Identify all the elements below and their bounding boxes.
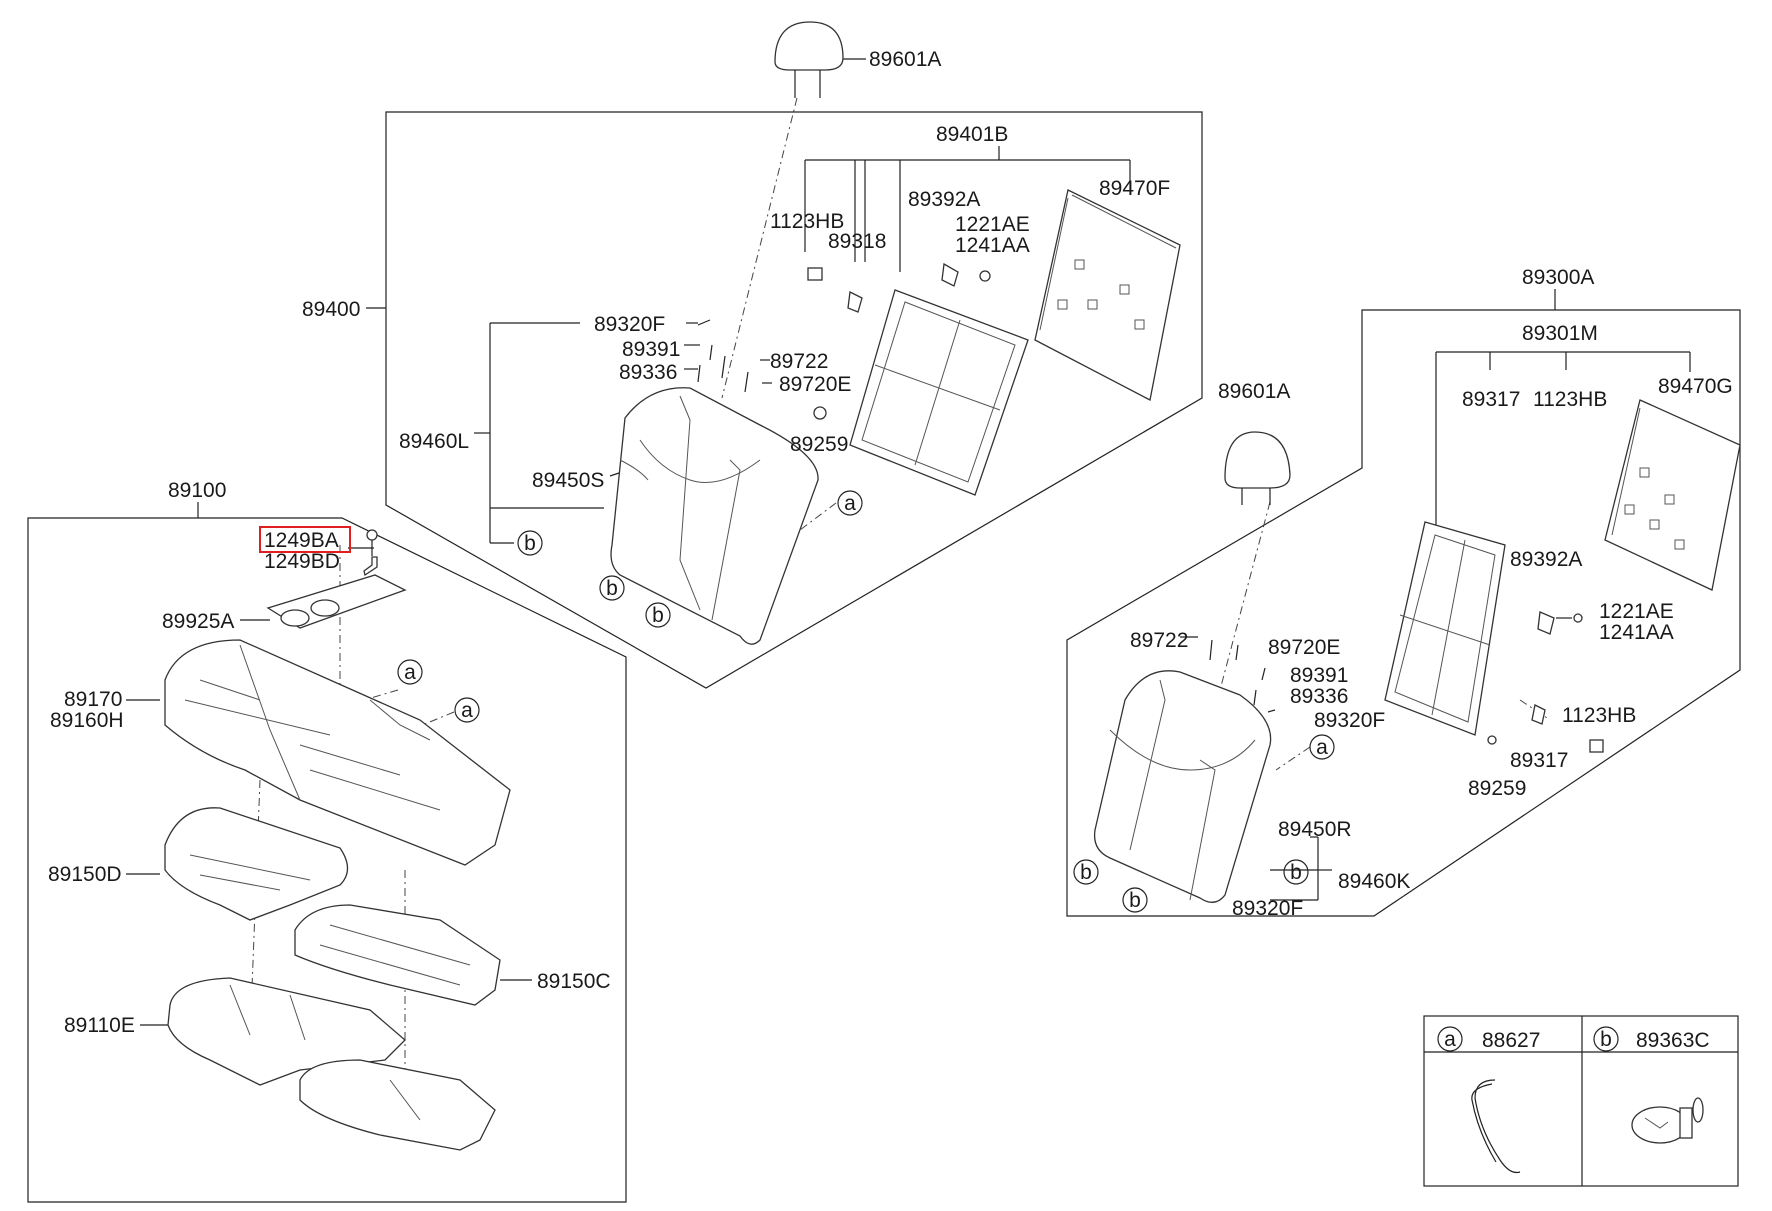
- legend-callout-a: a: [1437, 1026, 1463, 1052]
- label-89150C: 89150C: [537, 970, 611, 993]
- legend-clip-88627-icon: [1471, 1079, 1521, 1174]
- label-89470G: 89470G: [1658, 375, 1733, 398]
- callout-a-3: a: [454, 697, 480, 723]
- seatback-panel-right: [1604, 399, 1741, 591]
- svg-text:b: b: [606, 577, 618, 600]
- label-89450R: 89450R: [1278, 818, 1352, 841]
- legend-label-89363C: 89363C: [1636, 1029, 1710, 1052]
- label-89392A-a: 89392A: [908, 188, 980, 211]
- label-89320F-a: 89320F: [594, 313, 665, 336]
- callout-b-1: b: [517, 530, 543, 556]
- label-89110E: 89110E: [64, 1014, 135, 1037]
- label-89320F-b: 89320F: [1314, 709, 1385, 732]
- headrest-top: [774, 21, 844, 98]
- callout-b-6: b: [1283, 859, 1309, 885]
- label-89720E-b: 89720E: [1268, 636, 1340, 659]
- label-89320F-c: 89320F: [1232, 897, 1303, 920]
- seatback-cover-right: [1093, 670, 1272, 903]
- label-89391-b: 89391: [1290, 664, 1348, 687]
- label-89391-a: 89391: [622, 338, 680, 361]
- seatback-panel-left: [1034, 189, 1181, 401]
- label-89401B: 89401B: [936, 123, 1008, 146]
- label-89317-b: 89317: [1510, 749, 1568, 772]
- seatback-frame-right: [1384, 521, 1506, 736]
- svg-text:a: a: [404, 661, 416, 684]
- svg-text:a: a: [844, 492, 856, 515]
- label-89601A-b: 89601A: [1218, 380, 1290, 403]
- callout-b-3: b: [645, 602, 671, 628]
- label-89720E-a: 89720E: [779, 373, 851, 396]
- svg-text:b: b: [1129, 889, 1141, 912]
- label-89318: 89318: [828, 230, 886, 253]
- svg-text:b: b: [1600, 1028, 1612, 1051]
- label-89336-a: 89336: [619, 361, 677, 384]
- svg-text:a: a: [1444, 1028, 1456, 1051]
- svg-text:b: b: [1080, 861, 1092, 884]
- svg-text:b: b: [524, 532, 536, 555]
- label-89925A: 89925A: [162, 610, 234, 633]
- label-89300A: 89300A: [1522, 266, 1594, 289]
- label-89160H: 89160H: [50, 709, 124, 732]
- svg-text:b: b: [1290, 861, 1302, 884]
- frame-seatback-right: [1066, 309, 1741, 917]
- label-89150D: 89150D: [48, 863, 122, 886]
- frame-seatback-left: [385, 111, 1203, 689]
- label-89722-b: 89722: [1130, 629, 1188, 652]
- callout-a-4: a: [1309, 734, 1335, 760]
- svg-text:a: a: [461, 699, 473, 722]
- label-1249BD: 1249BD: [264, 550, 340, 573]
- highlight-box-1249BA: [259, 526, 351, 553]
- label-89460L: 89460L: [399, 430, 469, 453]
- label-1241AA-a: 1241AA: [955, 234, 1030, 257]
- label-89400: 89400: [302, 298, 360, 321]
- callout-b-5: b: [1122, 887, 1148, 913]
- part-labels: 89601A 89401B 89470F 1123HB 89392A 89318…: [48, 48, 1733, 1052]
- legend-label-88627: 88627: [1482, 1029, 1540, 1052]
- svg-text:b: b: [652, 604, 664, 627]
- label-1123HB-c: 1123HB: [1562, 704, 1636, 727]
- label-89460K: 89460K: [1338, 870, 1410, 893]
- label-89317-a: 89317: [1462, 388, 1520, 411]
- label-89601A-top: 89601A: [869, 48, 941, 71]
- seatback-cover-left: [610, 387, 819, 645]
- svg-text:a: a: [1316, 736, 1328, 759]
- frame-seat-cushion: [27, 517, 627, 1203]
- label-89170: 89170: [64, 688, 122, 711]
- seatback-frame-left: [849, 289, 1029, 496]
- headrest-right: [1224, 431, 1291, 505]
- seatback-hardware-right: [1209, 611, 1604, 753]
- label-89259-a: 89259: [790, 433, 848, 456]
- label-89301M: 89301M: [1522, 322, 1598, 345]
- label-1221AE-a: 1221AE: [955, 213, 1030, 236]
- clip-1249BA: [366, 529, 378, 556]
- callout-a-2: a: [397, 659, 423, 685]
- label-89100: 89100: [168, 479, 226, 502]
- label-1123HB-a: 1123HB: [770, 210, 844, 233]
- seat-cushion-pad-C: [294, 904, 501, 1006]
- label-89336-b: 89336: [1290, 685, 1348, 708]
- label-89450S: 89450S: [532, 469, 604, 492]
- callout-markers: a b b b a a a b b b a b: [397, 490, 1619, 1052]
- legend-callout-b: b: [1593, 1026, 1619, 1052]
- callout-b-2: b: [599, 575, 625, 601]
- seat-cushion-cover: [164, 639, 511, 866]
- seatback-hardware-left: [697, 262, 991, 420]
- seat-cushion-frame: [167, 977, 496, 1151]
- label-89259-b: 89259: [1468, 777, 1526, 800]
- leader-lines: [126, 58, 1691, 1026]
- callout-a-1: a: [837, 490, 863, 516]
- label-1221AE-b: 1221AE: [1599, 600, 1674, 623]
- legend-box: [1423, 1015, 1739, 1187]
- seat-cushion-pad-D: [164, 807, 349, 921]
- label-89470F: 89470F: [1099, 177, 1170, 200]
- label-89392A-b: 89392A: [1510, 548, 1582, 571]
- label-1249BA: 1249BA: [264, 529, 339, 552]
- label-1123HB-b: 1123HB: [1533, 388, 1607, 411]
- bracket-89925A: [266, 556, 407, 629]
- legend-grommet-89363C-icon: [1631, 1097, 1704, 1144]
- callout-b-4: b: [1073, 859, 1099, 885]
- label-89722-a: 89722: [770, 350, 828, 373]
- label-1241AA-b: 1241AA: [1599, 621, 1674, 644]
